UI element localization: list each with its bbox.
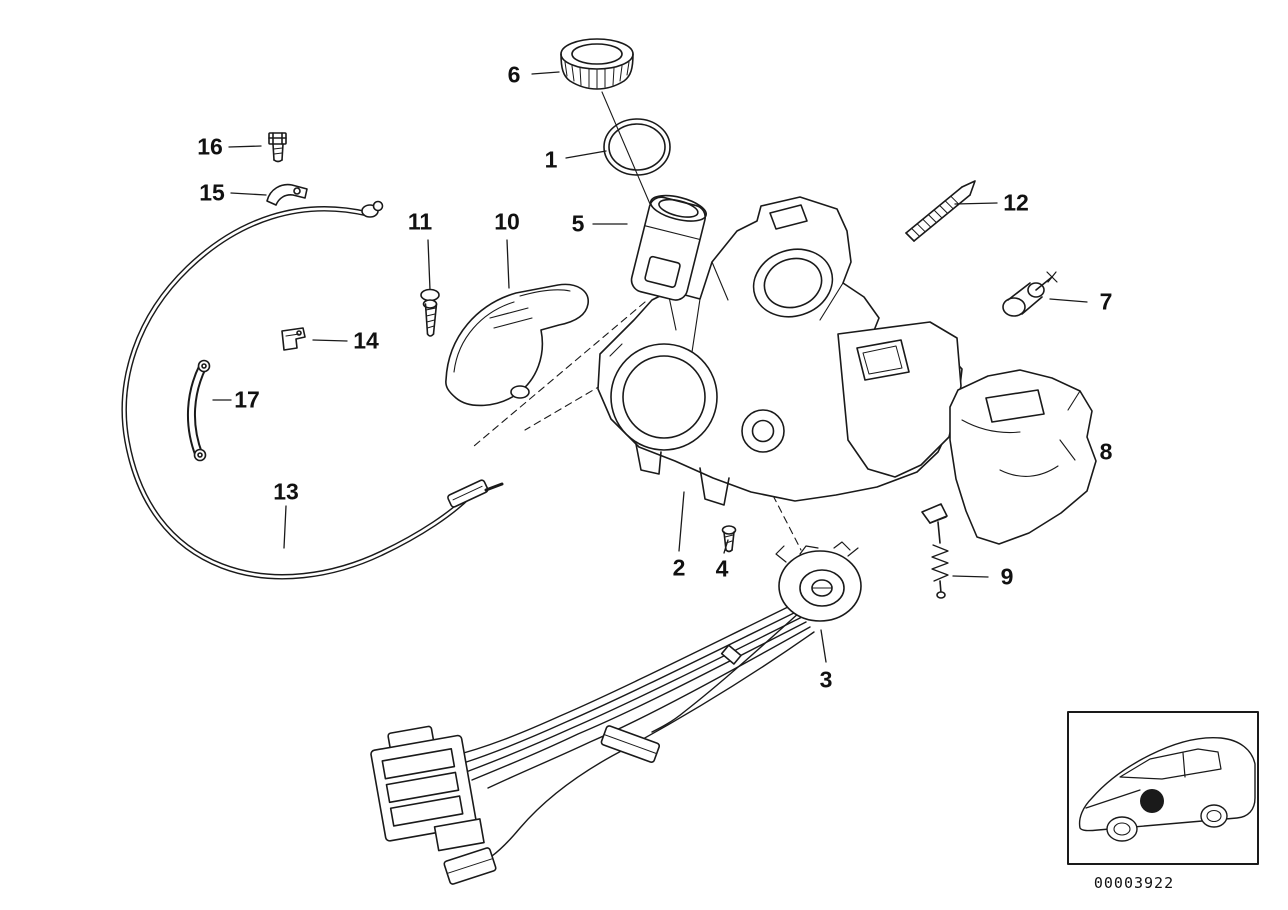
connector-flat — [600, 725, 661, 763]
diagram-code: 00003922 — [1093, 874, 1175, 892]
callout-14: 14 — [353, 327, 379, 354]
cover-shell-part-10 — [445, 283, 589, 407]
callout-8: 8 — [1099, 438, 1113, 465]
oring-part-1 — [603, 118, 671, 176]
callout-13: 13 — [273, 478, 299, 505]
bracket-part-8 — [949, 369, 1097, 545]
pin-part-4 — [721, 525, 737, 553]
connector-block-large — [370, 725, 485, 852]
housing-part-2 — [597, 196, 963, 506]
stud-part-12 — [905, 180, 976, 242]
connector-tiny — [443, 847, 497, 885]
callout-17: 17 — [234, 386, 260, 413]
strap-part-17 — [186, 359, 211, 462]
callout-15: 15 — [199, 179, 225, 206]
lock-cylinder-part-5 — [630, 194, 707, 301]
callout-4: 4 — [715, 555, 729, 582]
car-inset — [1067, 711, 1259, 865]
callout-1: 1 — [544, 146, 558, 173]
bolt-part-16 — [268, 132, 287, 163]
clamp-part-15 — [266, 183, 308, 206]
callout-16: 16 — [197, 133, 223, 160]
screw-part-11 — [420, 288, 440, 337]
callout-10: 10 — [494, 208, 520, 235]
ignition-switch-part-3 — [451, 541, 862, 857]
callout-12: 12 — [1003, 189, 1029, 216]
clip-part-14 — [281, 327, 306, 351]
plunger-part-7 — [1002, 271, 1058, 317]
cap-part-6 — [560, 38, 634, 90]
cable-part-13 — [121, 200, 504, 580]
location-dot — [1140, 789, 1164, 813]
callout-6: 6 — [507, 61, 521, 88]
callout-11: 11 — [407, 208, 433, 235]
callout-3: 3 — [819, 666, 833, 693]
callout-5: 5 — [571, 210, 585, 237]
callout-7: 7 — [1099, 288, 1113, 315]
bolt-part-9 — [921, 503, 949, 599]
callout-9: 9 — [1000, 563, 1014, 590]
callout-2: 2 — [672, 554, 686, 581]
